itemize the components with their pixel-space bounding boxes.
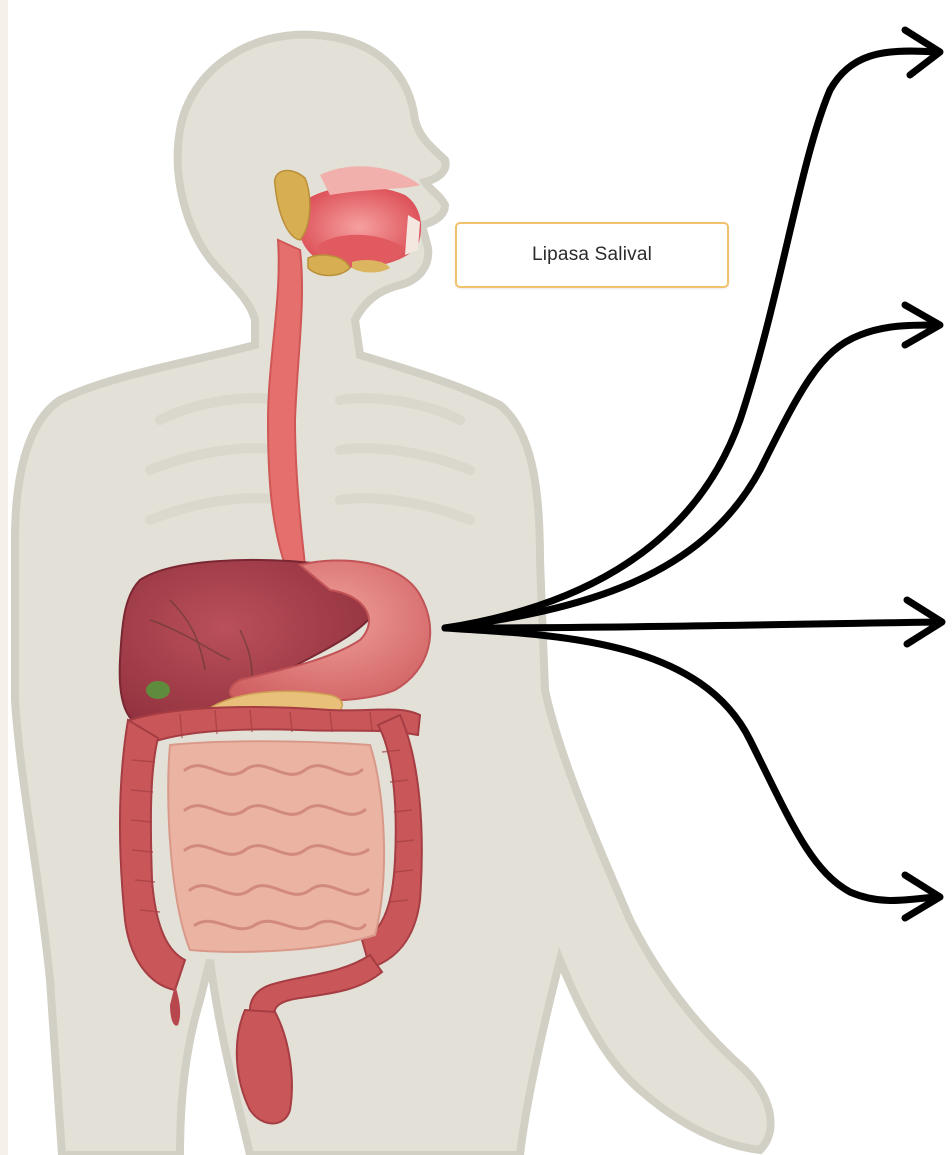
small-intestine <box>168 741 384 952</box>
gallbladder <box>146 681 170 699</box>
label-box-salivary: Lipasa Salival <box>455 222 729 288</box>
label-text-lipasa-salival: Lipasa Salival <box>532 244 652 266</box>
